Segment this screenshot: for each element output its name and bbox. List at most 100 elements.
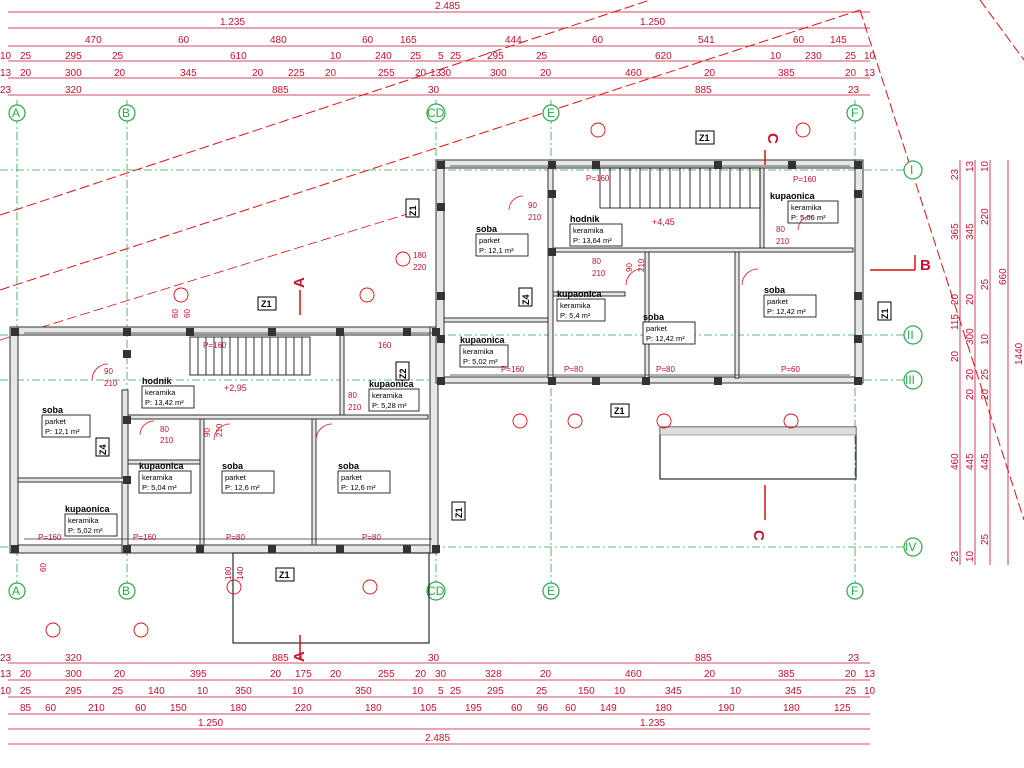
top-dim: 295 [487, 51, 504, 62]
bottom-dim: 220 [295, 703, 312, 714]
room-finish: keramika [791, 203, 822, 212]
door-dim: 210 [215, 423, 224, 437]
room-area: P: 5,02 m² [68, 526, 103, 535]
right-dim: 23 [950, 168, 961, 180]
bottom-dim: 60 [45, 703, 57, 714]
top-dim: 610 [230, 51, 247, 62]
opening-tag: P=80 [656, 365, 675, 374]
room-name: soba [476, 224, 498, 234]
grid-label-b-bottom: B [122, 584, 130, 598]
opening-tag: P=160 [501, 365, 525, 374]
room-name: hodnik [570, 214, 600, 224]
terraces [232, 426, 857, 644]
window-dim: 60 [183, 309, 192, 318]
bottom-dim: 385 [778, 669, 795, 680]
top-dim: 10 [770, 51, 782, 62]
grid-label-i: I [910, 163, 913, 177]
top-dim: 470 [85, 35, 102, 46]
bottom-dim: 96 [537, 703, 549, 714]
bottom-dim: 180 [365, 703, 382, 714]
bottom-dim: 30 [435, 669, 447, 680]
door-dim: 210 [592, 269, 606, 278]
right-dim-total: 1440 [1014, 342, 1024, 365]
grid-bubble-b-top [118, 104, 136, 122]
top-dim: 20 [325, 68, 337, 79]
door-dim: 210 [160, 436, 174, 445]
top-dim: 13 [430, 68, 442, 79]
door-dim: 80 [160, 425, 169, 434]
right-dim: 445 [965, 453, 976, 470]
bottom-dim: 175 [295, 669, 312, 680]
room-label: soba parket P: 12,6 m² [221, 461, 275, 494]
right-dim: 460 [950, 453, 961, 470]
room-label: hodnik keramika P: 13,64 m² [569, 214, 623, 247]
bottom-dim: 25 [845, 686, 857, 697]
plot-boundary [0, 0, 1024, 521]
bottom-dim: 320 [65, 653, 82, 664]
room-area: P: 12,6 m² [341, 483, 376, 492]
grid-bubble-b-bottom [118, 582, 136, 600]
bottom-dim: 20 [270, 669, 282, 680]
room-area: P: 12,1 m² [479, 246, 514, 255]
bottom-dim: 10 [864, 686, 876, 697]
room-finish: keramika [372, 391, 403, 400]
wall-tag: Z2 [398, 368, 408, 379]
section-mark-b: B [920, 257, 931, 274]
wall-tag: Z1 [279, 570, 290, 580]
top-dim: 30 [428, 85, 440, 96]
grid-bubble-e-top [542, 104, 560, 122]
stairs-right [599, 167, 761, 209]
bottom-dim: 300 [65, 669, 82, 680]
grid-label-e-bottom: E [547, 584, 555, 598]
room-area: P: 5,04 m² [142, 483, 177, 492]
grid-bubble-cd-top [426, 103, 446, 123]
right-dim: 20 [950, 293, 961, 305]
window-markers: 60 60 180 220 160 60 180 140 [39, 122, 811, 638]
door-dim: 210 [348, 403, 362, 412]
room-label: kupaonica keramika P: 5,06 m² [770, 191, 839, 224]
bottom-dim: 10 [0, 686, 12, 697]
opening-tag: P=160 [203, 341, 227, 350]
window-dim: 180 [413, 251, 427, 260]
grid-bubble-e-bottom [542, 582, 560, 600]
right-dim: 23 [950, 550, 961, 562]
right-dim: 20 [965, 388, 976, 400]
bottom-dim: 60 [511, 703, 523, 714]
top-dim: 13 [864, 68, 876, 79]
grid-bubble-a-top [8, 104, 26, 122]
right-dim: 115 [950, 314, 961, 330]
room-finish: parket [646, 324, 668, 333]
top-dim: 145 [830, 35, 847, 46]
section-mark-a-bottom: A [291, 651, 308, 662]
bottom-dim: 1.250 [198, 718, 223, 729]
top-dim: 620 [655, 51, 672, 62]
room-finish: keramika [463, 347, 494, 356]
top-dim: 320 [65, 85, 82, 96]
room-label: hodnik keramika P: 13,42 m² [141, 376, 195, 409]
top-dim: 20 [20, 68, 32, 79]
top-dim: 385 [778, 68, 795, 79]
room-finish: keramika [573, 226, 604, 235]
top-dim: 25 [450, 51, 462, 62]
room-area: P: 12,42 m² [767, 307, 806, 316]
grid-bubble-cd-bottom [426, 581, 446, 601]
room-area: P: 13,42 m² [145, 398, 184, 407]
door-dim: 80 [592, 257, 601, 266]
right-dim: 10 [965, 550, 976, 562]
bottom-dim: 460 [625, 669, 642, 680]
bottom-dim: 195 [465, 703, 482, 714]
grid-label-iii: III [905, 373, 915, 387]
top-dim: 60 [592, 35, 604, 46]
wall-tag: Z4 [98, 444, 108, 455]
room-finish: parket [479, 236, 501, 245]
room-label: soba parket P: 12,6 m² [337, 461, 391, 494]
top-dim: 13 [0, 68, 12, 79]
room-name: soba [222, 461, 244, 471]
top-dim: 255 [378, 68, 395, 79]
bottom-dim: 180 [230, 703, 247, 714]
opening-tag: P=160 [38, 533, 62, 542]
room-label: kupaonica keramika P: 5,28 m² [368, 379, 420, 412]
top-dim: 885 [695, 85, 712, 96]
room-finish: parket [45, 417, 67, 426]
door-swings: 90 210 80 210 90 210 80 210 90 210 80 21… [91, 195, 813, 445]
